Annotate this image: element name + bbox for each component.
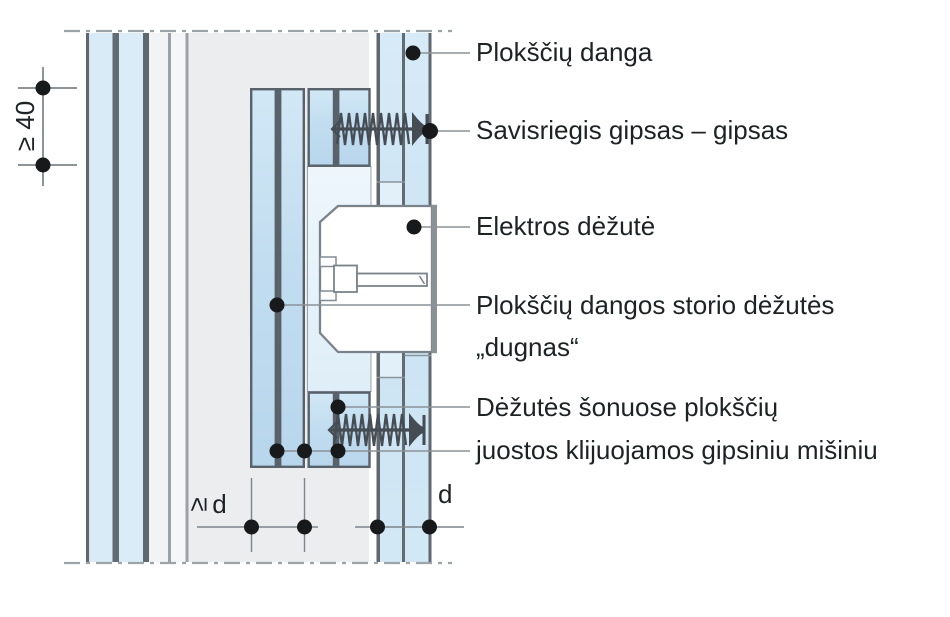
box-cable-clamp <box>319 256 428 302</box>
callout-side-strips-line2: juostos klijuojamos gipsiniu mišiniu <box>476 435 878 466</box>
screw-top <box>330 112 429 146</box>
callout-panel-cladding: Plokščių danga <box>476 37 653 68</box>
offset-letter: d <box>212 488 227 519</box>
dimension-label-thickness: d <box>438 479 453 509</box>
left-wall-lining <box>86 33 189 562</box>
reference-dots <box>35 45 438 535</box>
dimension-label-offset: ≥ d <box>183 487 227 521</box>
greater-equal-symbol: ≥ <box>182 496 213 512</box>
callout-self-tapping-screw: Savisriegis gipsas – gipsas <box>476 115 789 146</box>
callout-side-strips-line1: Dėžutės šonuose plokščių <box>476 392 779 423</box>
callout-electrical-box: Elektros dėžutė <box>476 211 656 242</box>
electrical-box <box>318 204 437 354</box>
callout-box-bottom-line1: Plokščių dangos storio dėžutės <box>476 290 835 321</box>
screw-bottom <box>327 413 426 447</box>
dimension-label-height-min: ≥ 40 <box>10 100 40 152</box>
box-front-rim <box>431 204 437 354</box>
section-break-lines <box>64 29 452 565</box>
callout-box-bottom-line2: „dugnas“ <box>476 332 579 363</box>
